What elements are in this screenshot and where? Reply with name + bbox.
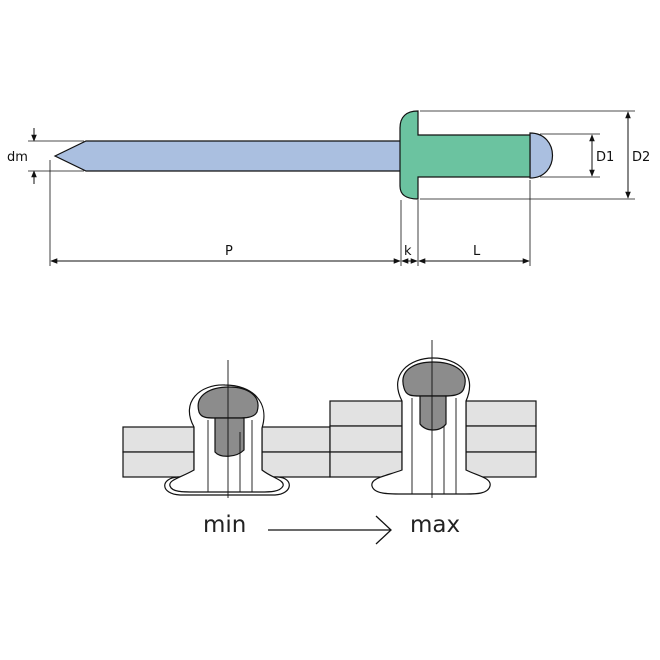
mandrel-stem (53, 140, 405, 172)
mandrel-head-max (402, 361, 466, 397)
dimension-arrows (31, 111, 631, 264)
min-to-max-arrow (268, 515, 392, 545)
dim-label-dm: dm (7, 150, 28, 165)
mandrel-neck-max (419, 395, 447, 431)
dim-label-d2: D2 (632, 150, 650, 165)
plates-min (122, 426, 331, 478)
dim-label-k: k (404, 244, 412, 259)
section-min-grip (122, 360, 331, 498)
bore-lines-min (207, 360, 253, 498)
label-max: max (410, 512, 460, 538)
dim-label-l: L (473, 244, 481, 259)
dim-label-p: P (225, 244, 233, 259)
rivet-body (399, 110, 531, 200)
rivet-side-view: dm D1 D2 P k L (7, 110, 650, 266)
plates-max (329, 400, 537, 478)
label-min: min (203, 512, 246, 538)
mandrel-neck-min (214, 417, 245, 457)
section-max-grip (329, 340, 537, 498)
extension-lines (28, 110, 635, 266)
mandrel-head (529, 132, 553, 179)
bore-lines-max (411, 340, 457, 498)
dim-label-d1: D1 (596, 150, 614, 165)
